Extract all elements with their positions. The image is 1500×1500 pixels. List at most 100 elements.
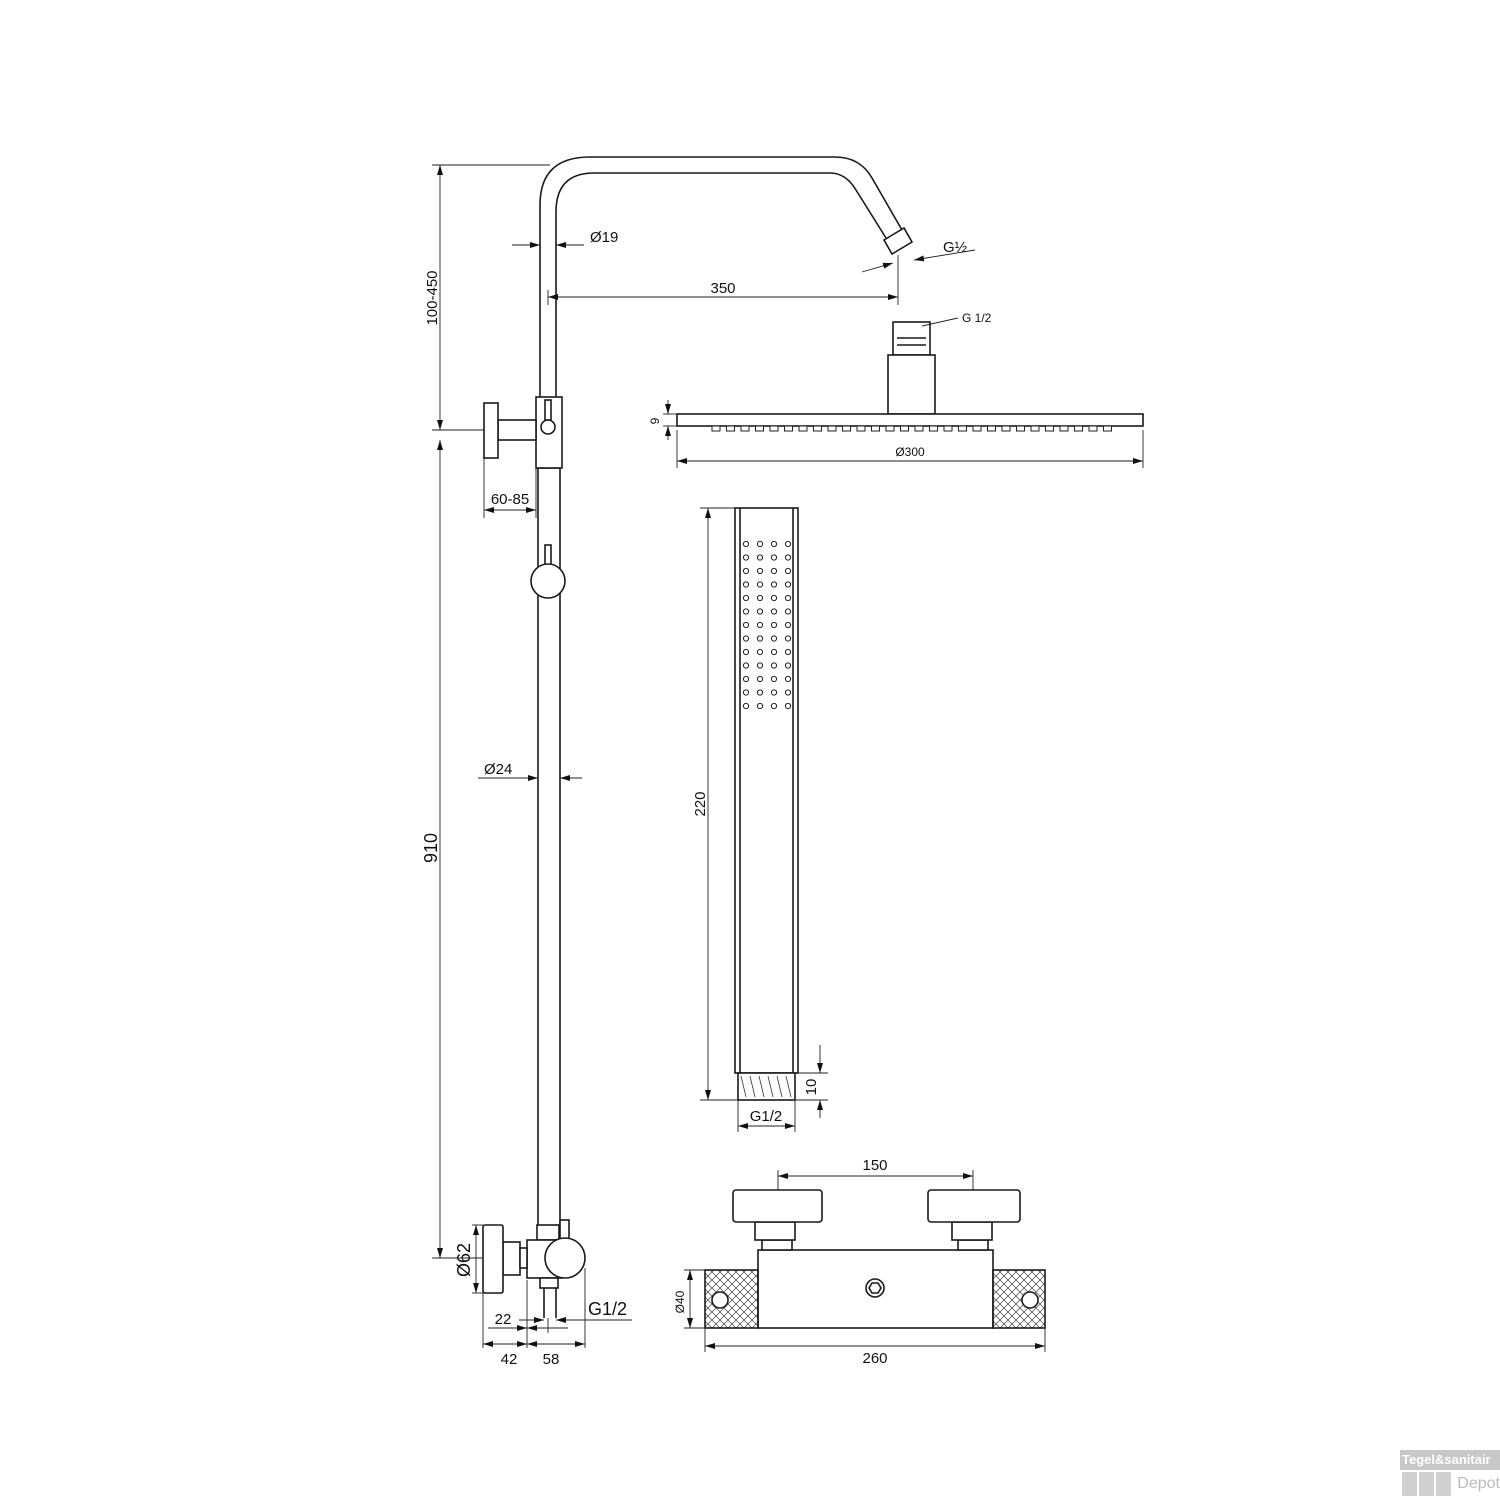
thread-line [785, 1075, 792, 1098]
dim-height-adjust: 100-450 [424, 270, 441, 325]
head-nozzle [943, 425, 953, 432]
spray-hole [742, 635, 750, 642]
hand-shower: 220 10 G1/2 [692, 507, 828, 1132]
spray-hole [770, 554, 778, 561]
spray-hole [742, 540, 750, 548]
dim-head-thickness: 9 [648, 417, 662, 424]
spray-hole [756, 675, 764, 683]
spray-hole [770, 675, 778, 683]
dim-58: 58 [543, 1351, 560, 1368]
spray-hole [770, 662, 778, 669]
hand-shower-body [734, 507, 799, 1074]
head-nozzle [856, 425, 866, 432]
spray-hole [756, 689, 764, 696]
hand-shower-thread [737, 1072, 796, 1101]
head-nozzle [972, 425, 982, 432]
dim-head-diameter: Ø300 [895, 445, 925, 459]
head-nozzle [987, 425, 996, 432]
spray-hole [770, 540, 778, 548]
head-nozzle [726, 425, 735, 432]
spray-hole [756, 621, 764, 629]
head-nozzle [1045, 425, 1054, 432]
spray-hole [784, 608, 792, 615]
spray-hole [784, 581, 792, 588]
spray-hole [770, 689, 778, 696]
spray-hole [742, 608, 750, 615]
diverter-handle [483, 402, 499, 459]
spray-hole [742, 554, 750, 561]
spray-hole [742, 594, 750, 602]
spray-hole [784, 689, 792, 696]
spray-hole [784, 621, 792, 629]
dim-knob-diameter: Ø62 [454, 1243, 474, 1277]
head-nozzle [813, 425, 822, 432]
spray-hole [770, 608, 778, 615]
dim-22: 22 [495, 1311, 512, 1328]
spray-hole [756, 648, 764, 656]
watermark-brand: Tegel&sanitair [1400, 1450, 1500, 1470]
spray-hole [784, 554, 792, 561]
spray-hole [742, 675, 750, 683]
diverter-stem [497, 419, 537, 441]
thread-line [767, 1075, 774, 1098]
right-handle [927, 1189, 1021, 1223]
dim-arm-diameter: Ø19 [590, 229, 618, 246]
dim-body-diameter: Ø40 [673, 1290, 687, 1313]
head-nozzle [914, 425, 924, 432]
thermostat-mixer: 150 Ø40 260 [673, 1157, 1046, 1367]
dim-thermostat-width: 260 [862, 1350, 887, 1367]
spray-hole [784, 567, 792, 575]
dim-outlet-thread: G1/2 [588, 1299, 627, 1319]
spray-hole [784, 702, 792, 710]
head-nozzle [755, 425, 764, 432]
spray-hole [784, 594, 792, 602]
head-nozzle [1103, 425, 1112, 432]
dim-hand-thread: G1/2 [750, 1108, 783, 1125]
left-handle [732, 1189, 823, 1223]
spray-hole [756, 540, 764, 548]
spray-hole [742, 689, 750, 696]
head-nozzle [1074, 425, 1083, 432]
dim-arm-length: 350 [710, 280, 735, 297]
spray-hole [770, 648, 778, 656]
dim-42: 42 [501, 1351, 518, 1368]
dim-rail-height: 910 [421, 833, 441, 863]
dim-diverter-offset: 60-85 [491, 491, 529, 508]
head-nozzle [784, 425, 793, 432]
spray-hole [742, 648, 750, 656]
thread-line [740, 1075, 747, 1098]
head-nozzle [958, 425, 967, 432]
bottom-knob [482, 1224, 504, 1294]
head-nozzle [827, 425, 837, 432]
spray-hole [784, 635, 792, 642]
spray-hole [784, 662, 792, 669]
thread-line [749, 1075, 756, 1098]
head-nozzle [769, 425, 779, 432]
head-nozzle [1030, 425, 1040, 432]
spray-hole [756, 594, 764, 602]
arm-nozzle [882, 226, 914, 256]
spray-hole [742, 662, 750, 669]
spray-hole [784, 675, 792, 683]
spray-hole [742, 567, 750, 575]
head-nozzle [740, 425, 750, 432]
head-nozzle [842, 425, 851, 432]
head-nozzle [1016, 425, 1025, 432]
spray-hole [756, 662, 764, 669]
head-nozzle [929, 425, 938, 432]
slider-knob [530, 563, 566, 599]
spray-hole [756, 554, 764, 561]
spray-hole [770, 581, 778, 588]
spray-hole [784, 648, 792, 656]
spray-hole [742, 621, 750, 629]
dim-hand-thread-length: 10 [803, 1079, 820, 1096]
spray-hole [770, 702, 778, 710]
dim-hand-length: 220 [692, 791, 709, 816]
dim-pipe-diameter: Ø24 [484, 761, 512, 778]
head-nozzle [1059, 425, 1069, 432]
riser-dimensions: 100-450 910 Ø19 350 G½ 60-85 Ø24 Ø62 G1/… [421, 164, 976, 1368]
head-nozzle [900, 425, 909, 432]
spray-hole [770, 594, 778, 602]
head-shower: G 1/2 9 Ø300 [648, 311, 1144, 468]
